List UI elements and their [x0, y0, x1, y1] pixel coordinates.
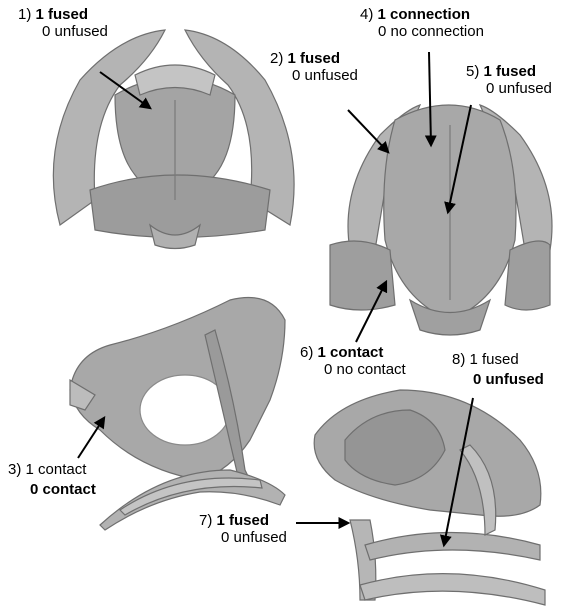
label-2-state-1: 1 fused	[288, 50, 341, 67]
label-2-number: 2)	[270, 50, 283, 67]
skull-lateral-view-left	[70, 298, 285, 531]
label-5-state-1: 1 fused	[484, 63, 537, 80]
label-8: 8) 1 fused 0 unfused	[452, 351, 544, 388]
label-4-state-1: 1 connection	[378, 6, 471, 23]
label-5: 5) 1 fused 0 unfused	[466, 63, 552, 97]
label-3-state-1: 3) 1 contact	[8, 461, 96, 478]
label-1-number: 1)	[18, 6, 31, 23]
label-1-state-1: 1 fused	[36, 6, 89, 23]
skull-anterior-view	[53, 30, 294, 249]
label-3-state-0: 0 contact	[8, 481, 96, 498]
label-4-number: 4)	[360, 6, 373, 23]
label-7-state-0: 0 unfused	[199, 529, 287, 546]
label-2-state-0: 0 unfused	[270, 67, 358, 84]
arrow-2	[348, 110, 388, 152]
label-1-state-0: 0 unfused	[18, 23, 108, 40]
label-6-number: 6)	[300, 344, 313, 361]
skull-dorsal-view	[330, 105, 552, 335]
label-4-state-0: 0 no connection	[360, 23, 484, 40]
label-3: 3) 1 contact 0 contact	[8, 461, 96, 498]
skull-lateral-view-right	[314, 390, 545, 605]
label-6: 6) 1 contact 0 no contact	[300, 344, 406, 378]
label-2: 2) 1 fused 0 unfused	[270, 50, 358, 84]
label-1: 1) 1 fused 0 unfused	[18, 6, 108, 40]
label-7-state-1: 1 fused	[217, 512, 270, 529]
label-8-state-0: 0 unfused	[452, 371, 544, 388]
label-6-state-0: 0 no contact	[300, 361, 406, 378]
label-5-state-0: 0 unfused	[466, 80, 552, 97]
label-4: 4) 1 connection 0 no connection	[360, 6, 484, 40]
label-5-number: 5)	[466, 63, 479, 80]
label-6-state-1: 1 contact	[318, 344, 384, 361]
label-7-number: 7)	[199, 512, 212, 529]
label-8-state-1: 8) 1 fused	[452, 351, 544, 368]
label-7: 7) 1 fused 0 unfused	[199, 512, 287, 546]
